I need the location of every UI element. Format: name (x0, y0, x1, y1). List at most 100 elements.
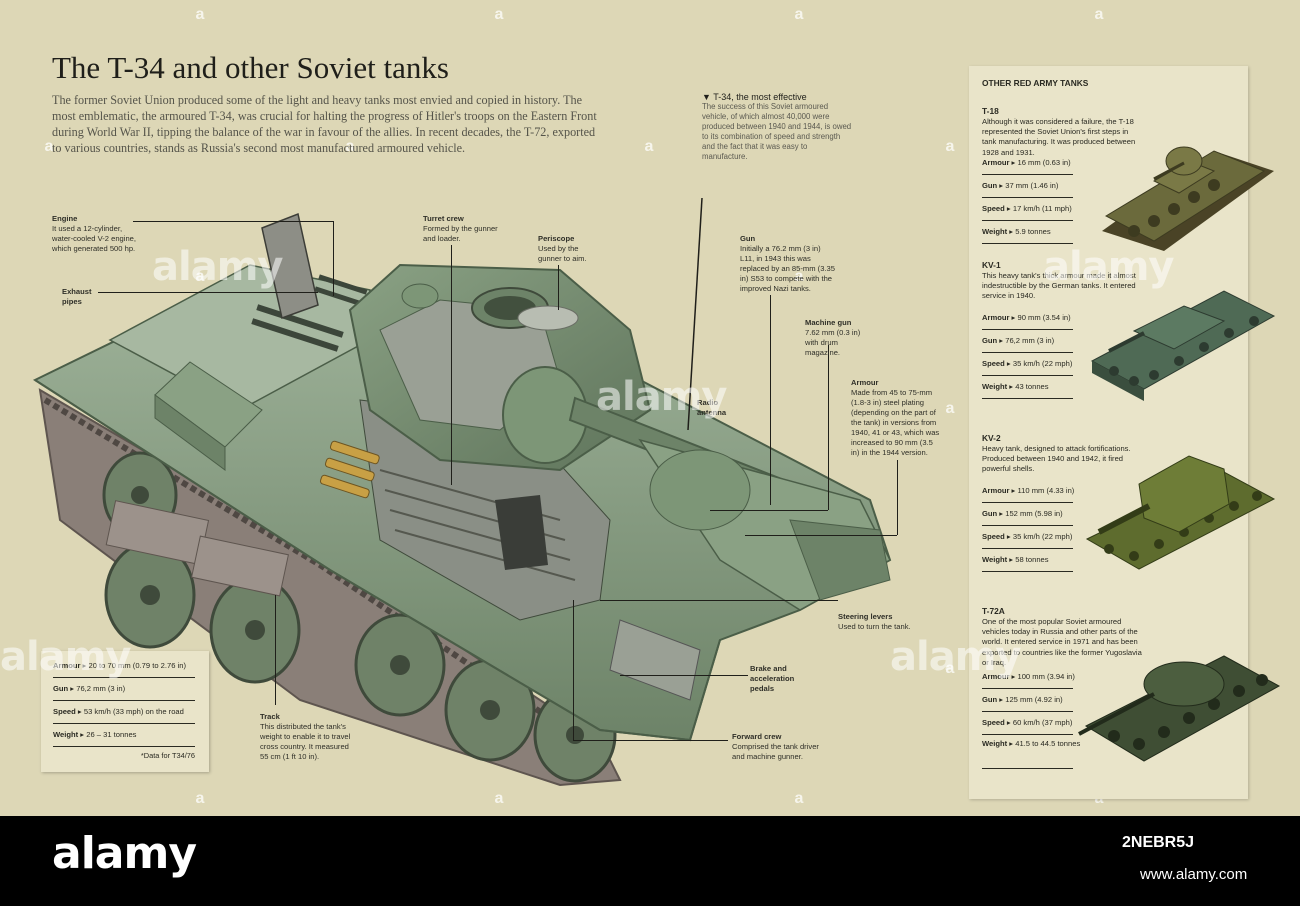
watermark-mark: a (494, 6, 504, 23)
leader-line (770, 295, 771, 505)
leader-line (828, 345, 829, 510)
callout-track: Track This distributed the tank's weight… (260, 712, 352, 762)
callout-text: Used to turn the tank. (838, 622, 911, 631)
callout-text: Formed by the gunner and loader. (423, 224, 498, 243)
kv2-tank-illustration (1085, 455, 1276, 570)
t72a-speed: Speed ▸ 60 km/h (37 mph) (982, 712, 1073, 735)
callout-text: This distributed the tank's weight to en… (260, 722, 351, 761)
callout-heading: Radio antenna (697, 398, 727, 417)
callout-gun: Gun Initially a 76.2 mm (3 in) L11, in 1… (740, 234, 835, 294)
watermark-mark: a (494, 790, 504, 807)
sidebar-title: OTHER RED ARMY TANKS (982, 78, 1089, 88)
kv2-weight: Weight ▸ 58 tonnes (982, 549, 1073, 572)
stock-footer-bar (0, 816, 1300, 906)
watermark-mark: a (195, 790, 205, 807)
t72a-gun: Gun ▸ 125 mm (4.92 in) (982, 689, 1073, 712)
kv1-armour: Armour ▸ 90 mm (3.54 in) (982, 307, 1073, 330)
leader-line (745, 535, 897, 536)
watermark-mark: a (794, 6, 804, 23)
tank-name-t72a: T-72A (982, 606, 1005, 616)
watermark-mark: a (345, 138, 355, 155)
callout-turret-crew: Turret crew Formed by the gunner and loa… (423, 214, 503, 244)
watermark-mark: a (195, 6, 205, 23)
callout-text: Used by the gunner to aim. (538, 244, 587, 263)
t18-speed: Speed ▸ 17 km/h (11 mph) (982, 198, 1073, 221)
most-effective-text: The success of this Soviet armoured vehi… (702, 102, 852, 161)
kv1-weight: Weight ▸ 43 tonnes (982, 376, 1073, 399)
callout-heading: Exhaust pipes (62, 287, 92, 306)
watermark-word: alamy (152, 244, 283, 290)
kv2-armour: Armour ▸ 110 mm (4.33 in) (982, 480, 1074, 503)
callout-heading: Gun (740, 234, 756, 243)
leader-line (897, 460, 898, 535)
callout-brake-pedals: Brake and acceleration pedals (750, 664, 810, 694)
infographic-canvas: a a a a a a a a a a a a a a a a a a a a … (0, 6, 1281, 807)
triangle-down-icon: ▼ (702, 92, 714, 102)
tank-desc-t72a: One of the most popular Soviet armoured … (982, 617, 1142, 667)
callout-heading: Engine (52, 214, 78, 223)
alamy-logo: alamy (52, 828, 197, 879)
kv1-tank-illustration (1090, 290, 1276, 401)
callout-armour: Armour Made from 45 to 75-mm (1.8-3 in) … (851, 378, 941, 458)
tank-name-t18: T-18 (982, 106, 999, 116)
callout-heading: Track (260, 712, 280, 721)
watermark-mark: a (794, 790, 804, 807)
callout-heading: Armour (851, 378, 879, 387)
watermark-mark: a (945, 660, 955, 677)
watermark-mark: a (945, 400, 955, 417)
t72a-weight: Weight ▸ 41.5 to 44.5 tonnes (982, 738, 1080, 769)
watermark-word: alamy (890, 634, 1021, 680)
callout-exhaust-pipes: Exhaust pipes (62, 287, 98, 307)
callout-heading: Periscope (538, 234, 575, 243)
leader-line (275, 595, 276, 705)
kv1-gun: Gun ▸ 76,2 mm (3 in) (982, 330, 1073, 353)
t34-cutaway-illustration (32, 197, 892, 787)
callout-engine: Engine It used a 12-cylinder, water-cool… (52, 214, 142, 254)
callout-forward-crew: Forward crew Comprised the tank driver a… (732, 732, 832, 762)
kv2-speed: Speed ▸ 35 km/h (22 mph) (982, 526, 1073, 549)
watermark-mark: a (195, 268, 205, 285)
leader-line (558, 265, 559, 310)
leader-line (600, 600, 838, 601)
callout-periscope: Periscope Used by the gunner to aim. (538, 234, 598, 264)
watermark-mark: a (644, 138, 654, 155)
callout-heading: Steering levers (838, 612, 893, 621)
spec-row-gun: Gun ▸ 76,2 mm (3 in) (53, 677, 195, 701)
callout-text: Comprised the tank driver and machine gu… (732, 742, 819, 761)
leader-line (333, 221, 334, 296)
tank-desc-kv1: This heavy tank's thick armour made it a… (982, 271, 1136, 301)
t72a-armour: Armour ▸ 100 mm (3.94 in) (982, 666, 1075, 689)
watermark-mark: a (1094, 6, 1104, 23)
spec-note: *Data for T34/76 (140, 751, 195, 760)
callout-text: 7.62 mm (0.3 in) with drum magazine. (805, 328, 861, 357)
watermark-mark: a (44, 138, 54, 155)
leader-line (710, 510, 828, 511)
other-tanks-sidebar: OTHER RED ARMY TANKS T-18 Although it wa… (969, 66, 1281, 799)
kv1-speed: Speed ▸ 35 km/h (22 mph) (982, 353, 1073, 376)
t34-spec-box: Armour ▸ 20 to 70 mm (0.79 to 2.76 in) G… (41, 651, 209, 772)
watermark-word: alamy (0, 634, 131, 680)
t18-tank-illustration (1102, 146, 1274, 251)
leader-line (573, 740, 728, 741)
kv2-gun: Gun ▸ 152 mm (5.98 in) (982, 503, 1073, 526)
callout-steering-levers: Steering levers Used to turn the tank. (838, 612, 928, 632)
t72a-tank-illustration (1078, 655, 1281, 762)
t18-gun: Gun ▸ 37 mm (1.46 in) (982, 175, 1073, 198)
callout-text: Initially a 76.2 mm (3 in) L11, in 1943 … (740, 244, 835, 293)
leader-line (573, 600, 574, 740)
t18-weight: Weight ▸ 5.9 tonnes (982, 221, 1073, 244)
watermark-word: alamy (596, 374, 727, 420)
leader-line (451, 245, 452, 485)
leader-line (98, 292, 318, 293)
callout-machine-gun: Machine gun 7.62 mm (0.3 in) with drum m… (805, 318, 875, 358)
spec-row-armour: Armour ▸ 20 to 70 mm (0.79 to 2.76 in) (53, 654, 195, 678)
callout-radio-antenna: Radio antenna (697, 398, 733, 418)
tank-desc-kv2: Heavy tank, designed to attack fortifica… (982, 444, 1131, 474)
image-id: 2NEBR5J (1122, 834, 1195, 851)
callout-text: It used a 12-cylinder, water-cooled V-2 … (52, 224, 137, 253)
spec-row-weight: Weight ▸ 26 – 31 tonnes (53, 723, 195, 747)
callout-heading: Brake and acceleration pedals (750, 664, 795, 693)
intro-paragraph: The former Soviet Union produced some of… (52, 93, 597, 155)
callout-text: Made from 45 to 75-mm (1.8-3 in) steel p… (851, 388, 940, 457)
tank-name-kv1: KV-1 (982, 260, 1001, 270)
